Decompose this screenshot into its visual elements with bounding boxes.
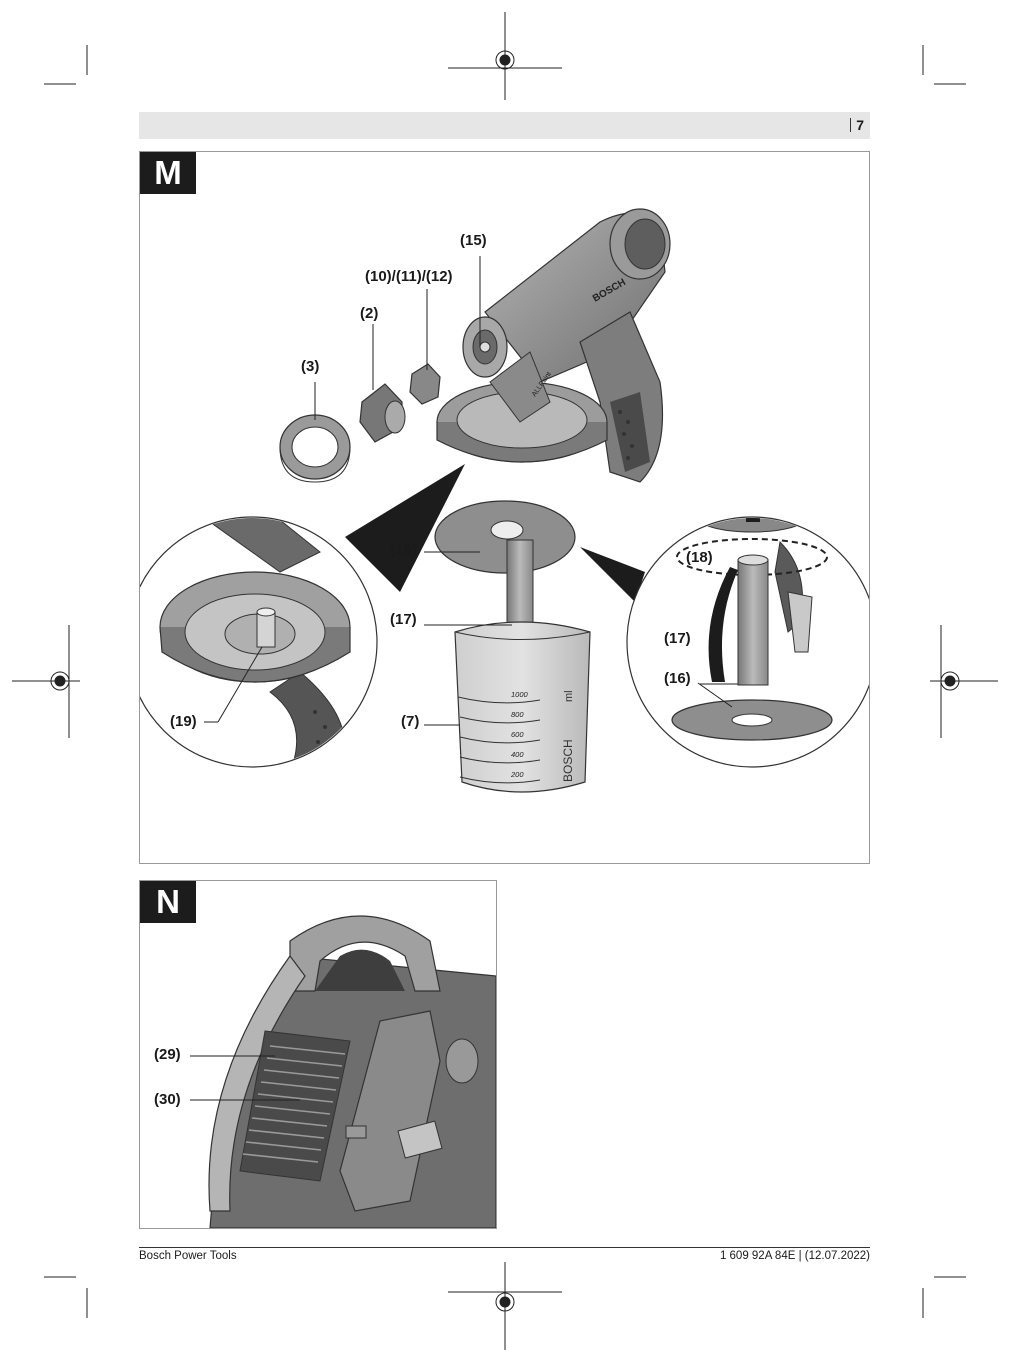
callout-30: (30) <box>154 1091 181 1108</box>
nozzle-part <box>360 384 405 442</box>
figure-n-panel: N <box>139 880 497 1229</box>
spray-gun: BOSCH ALLPaint <box>437 209 670 482</box>
union-nut-part <box>280 415 350 482</box>
callout-10-11-12: (10)/(11)/(12) <box>365 268 453 285</box>
cup-scale-1000: 1000 <box>511 690 529 699</box>
page-header-bar: 7 <box>139 112 870 139</box>
callout-18-detail: (18) <box>686 549 713 566</box>
cup-unit-label: ml <box>563 690 575 702</box>
figure-m-panel: M <box>139 151 870 864</box>
paint-container-part: 1000 800 600 400 200 BOSCH ml <box>455 622 590 792</box>
footer-doc-number: 1 609 92A 84E | (12.07.2022) <box>720 1250 870 1262</box>
footer-rule <box>139 1247 870 1248</box>
cup-scale-400: 400 <box>511 750 524 759</box>
figure-m-illustration: BOSCH ALLPaint <box>140 152 869 863</box>
callout-29: (29) <box>154 1046 181 1063</box>
callout-17-detail: (17) <box>664 630 691 647</box>
footer-brand: Bosch Power Tools <box>139 1250 237 1262</box>
cup-brand-label: BOSCH <box>561 739 575 782</box>
spray-attachment-part <box>410 364 440 404</box>
detail-magnifier-right <box>580 502 869 767</box>
callout-3: (3) <box>301 358 319 375</box>
callout-7: (7) <box>401 713 419 730</box>
callout-2: (2) <box>360 305 378 322</box>
callout-15: (15) <box>460 232 487 249</box>
callout-19: (19) <box>170 713 197 730</box>
callout-17: (17) <box>390 611 417 628</box>
callout-16: (16) <box>390 542 417 559</box>
seal-disk-part <box>435 501 575 573</box>
callout-16-detail: (16) <box>664 670 691 687</box>
figure-n-illustration <box>140 881 496 1228</box>
cup-scale-800: 800 <box>511 710 524 719</box>
page-number: 7 <box>850 112 870 139</box>
cup-scale-600: 600 <box>511 730 524 739</box>
cup-scale-200: 200 <box>510 770 524 779</box>
